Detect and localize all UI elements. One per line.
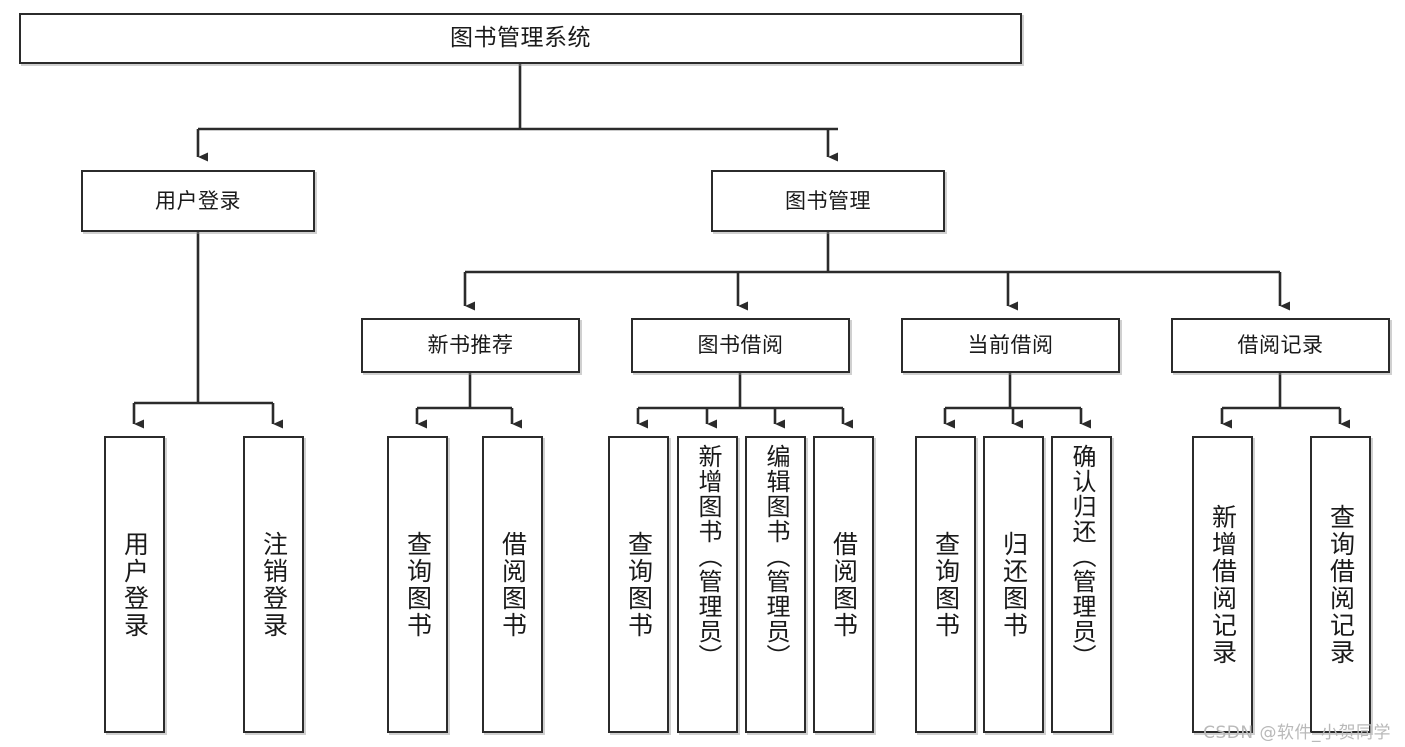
leaf-add-borrow-record[interactable]: 新增借阅记录 (1192, 436, 1253, 733)
node-label: 查询借阅记录 (1326, 503, 1356, 666)
node-label: 借阅图书 (829, 530, 859, 639)
node-label: 归还图书 (999, 530, 1029, 639)
leaf-query-book-recommend[interactable]: 查询图书 (387, 436, 448, 733)
leaf-confirm-return-admin[interactable]: 确认归还（管理员） (1051, 436, 1112, 733)
leaf-user-login[interactable]: 用户登录 (104, 436, 165, 733)
node-user-login[interactable]: 用户登录 (81, 170, 315, 232)
node-label: 当前借阅 (967, 333, 1054, 358)
leaf-borrow-book[interactable]: 借阅图书 (813, 436, 874, 733)
node-label: 新书推荐 (427, 333, 514, 358)
node-book-borrow[interactable]: 图书借阅 (631, 318, 850, 373)
leaf-query-borrow-record[interactable]: 查询借阅记录 (1310, 436, 1371, 733)
node-label: 借阅记录 (1237, 333, 1324, 358)
node-label: 用户登录 (120, 530, 150, 639)
leaf-logout-login[interactable]: 注销登录 (243, 436, 304, 733)
node-book-manage[interactable]: 图书管理 (711, 170, 945, 232)
node-label: 图书借阅 (697, 333, 784, 358)
node-label: 确认归还（管理员） (1067, 444, 1096, 669)
node-label: 新增图书（管理员） (693, 444, 722, 669)
leaf-query-book-current[interactable]: 查询图书 (915, 436, 976, 733)
node-label: 借阅图书 (498, 530, 528, 639)
node-root-system[interactable]: 图书管理系统 (19, 13, 1022, 64)
node-label: 用户登录 (155, 188, 241, 213)
leaf-edit-book-admin[interactable]: 编辑图书（管理员） (745, 436, 806, 733)
node-label: 查询图书 (931, 530, 961, 639)
node-current-borrow[interactable]: 当前借阅 (901, 318, 1120, 373)
node-new-book-recommend[interactable]: 新书推荐 (361, 318, 580, 373)
leaf-return-book[interactable]: 归还图书 (983, 436, 1044, 733)
leaf-borrow-book-recommend[interactable]: 借阅图书 (482, 436, 543, 733)
node-label: 注销登录 (259, 530, 289, 639)
leaf-add-book-admin[interactable]: 新增图书（管理员） (677, 436, 738, 733)
node-label: 图书管理 (785, 188, 871, 213)
leaf-query-book-borrow[interactable]: 查询图书 (608, 436, 669, 733)
node-label: 图书管理系统 (450, 25, 591, 52)
node-label: 新增借阅记录 (1208, 503, 1238, 666)
node-label: 查询图书 (624, 530, 654, 639)
node-label: 编辑图书（管理员） (761, 444, 790, 669)
node-label: 查询图书 (403, 530, 433, 639)
node-borrow-record[interactable]: 借阅记录 (1171, 318, 1390, 373)
